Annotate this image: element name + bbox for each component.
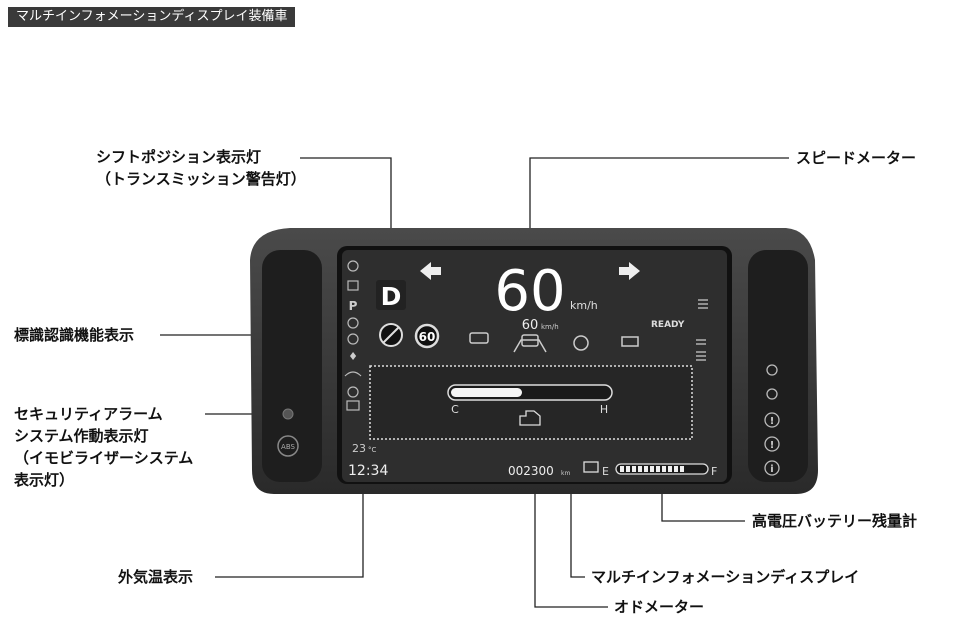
airbag-icon (766, 388, 778, 400)
parking-icon: P (349, 299, 358, 313)
security-line-1: セキュリティアラーム (14, 405, 163, 423)
battery-warn-icon (346, 400, 360, 411)
battery-segment (674, 466, 678, 472)
section-tag: マルチインフォメーションディスプレイ装備車 (8, 7, 296, 27)
battery-segment (620, 466, 624, 472)
temp-cold-label: C (451, 403, 459, 416)
ready-indicator: READY (651, 320, 685, 330)
gear-box (376, 280, 406, 310)
outside-temp-value: 23 (352, 442, 366, 455)
tire-pressure-icon (764, 436, 780, 452)
assist-icons (469, 332, 639, 353)
own-car-icon (521, 334, 539, 347)
battery-segment (656, 466, 660, 472)
left-indicators (344, 260, 362, 411)
oil-icon (347, 386, 359, 398)
arrow-right-icon (619, 262, 640, 280)
lead-car-icon (469, 332, 489, 344)
speed-value: 60 (494, 259, 565, 324)
gear-position: D (381, 282, 402, 311)
shift-position-line-1: シフトポジション表示灯 (96, 148, 262, 166)
right-warnings (764, 364, 780, 476)
left-pod (262, 250, 322, 482)
tire-mark: ! (770, 440, 775, 451)
info-icon (764, 460, 780, 476)
set-speed-unit: km/h (541, 323, 559, 331)
coolant-temp-icon (519, 410, 541, 426)
clock: 12:34 (348, 463, 388, 479)
sign-limit: 60 (419, 330, 436, 344)
battery-full-label: F (711, 465, 717, 478)
light-icons (696, 299, 708, 361)
shift-position-callout: シフトポジション表示灯 （トランスミッション警告灯） (96, 146, 306, 190)
security-indicator-icon (282, 408, 294, 420)
headlight-icon (698, 299, 708, 309)
door-icon (347, 280, 359, 291)
shift-position-line-2: （トランスミッション警告灯） (96, 170, 306, 188)
steering-assist-icon (573, 335, 589, 351)
odometer-unit: km (561, 470, 570, 477)
warning-mark: ! (770, 416, 775, 427)
set-speed-value: 60 (522, 318, 539, 333)
odometer-callout: オドメーター (614, 598, 705, 616)
warning-icon (764, 412, 780, 428)
skid-icon (347, 260, 359, 272)
right-pod (748, 250, 808, 482)
eco-icon: ♦ (348, 350, 358, 363)
multi-info-callout: マルチインフォメーションディスプレイ (591, 568, 860, 586)
odometer-value: 002300 (508, 464, 554, 478)
sign-recognition-callout: 標識認識機能表示 (14, 326, 135, 344)
battery-segment (632, 466, 636, 472)
outside-temp-callout: 外気温表示 (118, 568, 194, 586)
battery-segment (638, 466, 642, 472)
temp-hot-label: H (600, 403, 608, 416)
speed-unit: km/h (570, 299, 598, 312)
fog-light-icon (696, 339, 706, 345)
temp-gauge-fill (451, 388, 522, 397)
battery-icon (583, 461, 599, 473)
speed-sign-icon (414, 323, 440, 349)
auto-high-beam-icon (696, 351, 706, 361)
security-alarm-callout: セキュリティアラーム システム作動表示灯 （イモビライザーシステム 表示灯） (14, 403, 193, 491)
abs-label: ABS (281, 443, 295, 451)
lane-road-icon (513, 339, 547, 353)
battery-meter-callout: 高電圧バッテリー残量計 (752, 512, 918, 530)
seatbelt-icon (766, 364, 778, 376)
security-line-4: 表示灯） (14, 471, 75, 489)
speedometer-callout: スピードメーター (796, 149, 917, 167)
battery-segment (680, 466, 684, 472)
battery-segment (626, 466, 630, 472)
cruise-icon (621, 336, 639, 347)
battery-segment (662, 466, 666, 472)
battery-bar-segments (620, 466, 684, 472)
coolant-icon (344, 371, 362, 377)
battery-segment (650, 466, 654, 472)
outside-temp-unit: °C (368, 446, 377, 454)
engine-icon (347, 333, 359, 345)
security-line-2: システム作動表示灯 (14, 427, 149, 445)
battery-segment (644, 466, 648, 472)
battery-empty-label: E (602, 465, 609, 478)
battery-segment (668, 466, 672, 472)
brake-icon (347, 317, 359, 329)
security-line-3: （イモビライザーシステム (14, 449, 194, 467)
no-overtaking-slash (382, 326, 400, 344)
arrow-left-icon (420, 262, 441, 280)
multi-info-window (369, 365, 693, 440)
abs-icon (277, 435, 299, 457)
info-mark: i (770, 464, 773, 475)
